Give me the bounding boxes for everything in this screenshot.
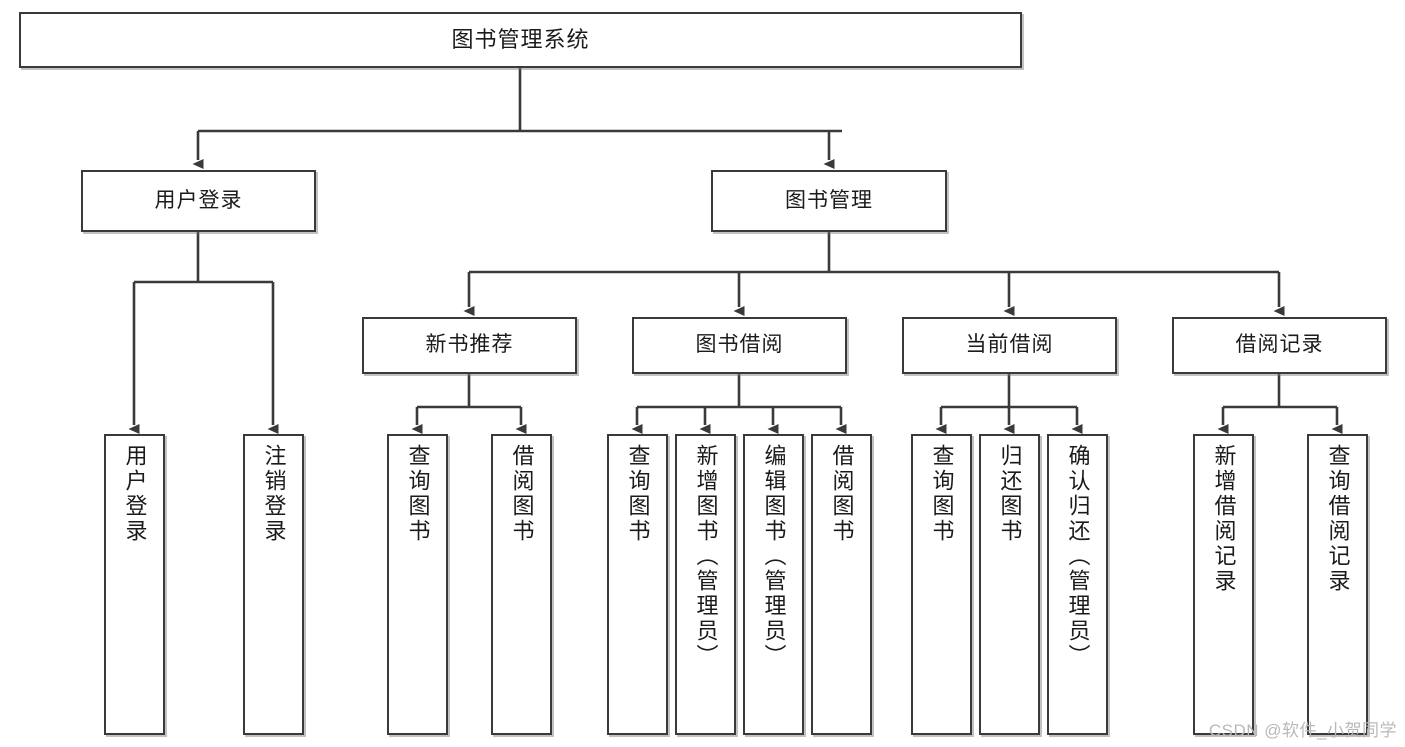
node-label: 查询借阅记录: [1325, 444, 1351, 594]
node-label: 当前借阅: [965, 333, 1054, 357]
node-leaf-query-book-1[interactable]: 查询图书: [387, 434, 448, 735]
node-label: 新增图书（管理员）: [693, 444, 719, 669]
node-label: 注销登录: [261, 444, 287, 544]
node-label: 查询图书: [405, 444, 431, 544]
node-leaf-borrow-book-1[interactable]: 借阅图书: [491, 434, 552, 735]
watermark-text: CSDN @软件_小贺同学: [1208, 721, 1397, 740]
node-leaf-borrow-book-2[interactable]: 借阅图书: [811, 434, 872, 735]
node-leaf-logout[interactable]: 注销登录: [243, 434, 304, 735]
node-label: 编辑图书（管理员）: [761, 444, 787, 669]
node-new-book-recommend[interactable]: 新书推荐: [362, 317, 577, 374]
node-root-system[interactable]: 图书管理系统: [19, 12, 1022, 68]
node-label: 图书借阅: [695, 333, 784, 357]
node-leaf-add-book[interactable]: 新增图书（管理员）: [675, 434, 736, 735]
node-leaf-confirm-return[interactable]: 确认归还（管理员）: [1047, 434, 1108, 735]
node-leaf-query-book-3[interactable]: 查询图书: [911, 434, 972, 735]
node-borrow-record[interactable]: 借阅记录: [1172, 317, 1387, 374]
node-leaf-return-book[interactable]: 归还图书: [979, 434, 1040, 735]
node-label: 借阅记录: [1235, 333, 1324, 357]
node-label: 图书管理: [785, 188, 873, 212]
node-current-borrow[interactable]: 当前借阅: [902, 317, 1117, 374]
node-leaf-query-record[interactable]: 查询借阅记录: [1307, 434, 1368, 735]
node-label: 借阅图书: [509, 444, 535, 544]
node-label: 查询图书: [929, 444, 955, 544]
node-label: 新增借阅记录: [1211, 444, 1237, 594]
node-label: 借阅图书: [829, 444, 855, 544]
node-label: 确认归还（管理员）: [1065, 444, 1091, 669]
node-leaf-user-login[interactable]: 用户登录: [104, 434, 165, 735]
node-leaf-edit-book[interactable]: 编辑图书（管理员）: [743, 434, 804, 735]
node-book-management[interactable]: 图书管理: [711, 170, 947, 232]
node-user-login[interactable]: 用户登录: [81, 170, 316, 232]
node-book-borrow[interactable]: 图书借阅: [632, 317, 847, 374]
node-label: 图书管理系统: [451, 27, 590, 53]
node-label: 用户登录: [154, 188, 243, 212]
node-label: 新书推荐: [425, 333, 514, 357]
node-leaf-query-book-2[interactable]: 查询图书: [607, 434, 668, 735]
node-label: 归还图书: [997, 444, 1023, 544]
node-label: 用户登录: [122, 444, 148, 544]
node-leaf-add-record[interactable]: 新增借阅记录: [1193, 434, 1254, 735]
node-label: 查询图书: [625, 444, 651, 544]
